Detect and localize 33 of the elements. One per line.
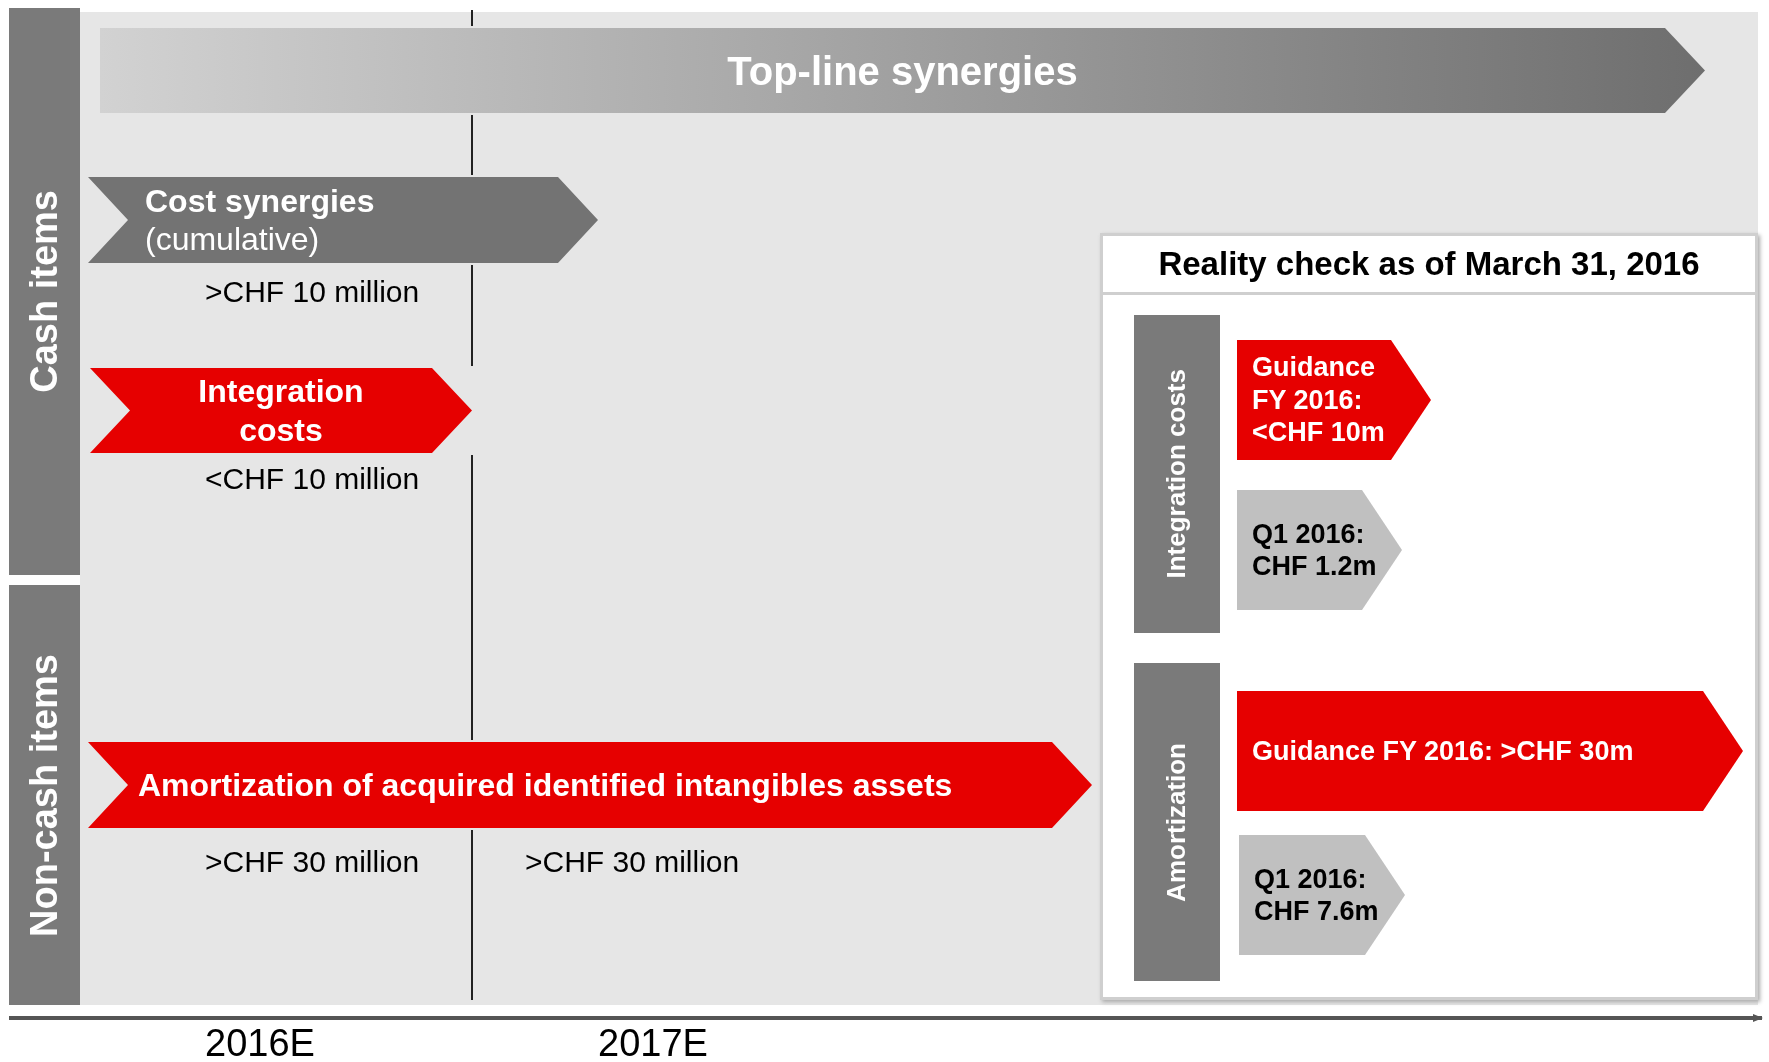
section-band (9, 8, 80, 575)
chevron-banner (90, 368, 472, 453)
callout-panel (1100, 233, 1758, 1000)
axis-label: 2017E (598, 1022, 708, 1062)
axis-label: 2016E (205, 1022, 315, 1062)
chevron-banner (1239, 835, 1405, 955)
node-label: Cash items (21, 190, 66, 393)
node-label: Guidance FY 2016: >CHF 30m (1251, 734, 1635, 768)
node-label: Guidance FY 2016: <CHF 10m (1251, 351, 1386, 449)
node-label: Integration costs (197, 372, 365, 449)
value-label: >CHF 30 million (205, 845, 420, 879)
node-title: Cost synergies (144, 181, 376, 220)
value-label: >CHF 30 million (525, 845, 740, 879)
section-band (9, 585, 80, 1005)
node-label: Top-line synergies (727, 47, 1078, 95)
banner (100, 28, 1705, 113)
chevron-banner (88, 742, 1092, 828)
chevron-banner (1237, 691, 1743, 811)
panel-title: Reality check as of March 31, 2016 (1103, 236, 1755, 295)
value-label: <CHF 10 million (205, 462, 420, 496)
section-band (1134, 663, 1220, 981)
node-label: Non-cash items (21, 653, 66, 937)
chevron-banner (1237, 340, 1431, 460)
node-label: Q1 2016: CHF 1.2m (1251, 517, 1378, 583)
section-band (1134, 315, 1220, 633)
chevron-banner (1237, 490, 1402, 610)
node-label: Amortization of acquired identified intangibles assets (137, 765, 954, 805)
chevron-banner (88, 177, 598, 263)
node-label: Integration costs (1161, 369, 1193, 579)
node-label: Amortization (1161, 742, 1193, 902)
node-subtitle: (cumulative) (144, 220, 321, 259)
value-label: >CHF 10 million (205, 275, 420, 309)
node-label: Q1 2016: CHF 7.6m (1253, 862, 1380, 928)
